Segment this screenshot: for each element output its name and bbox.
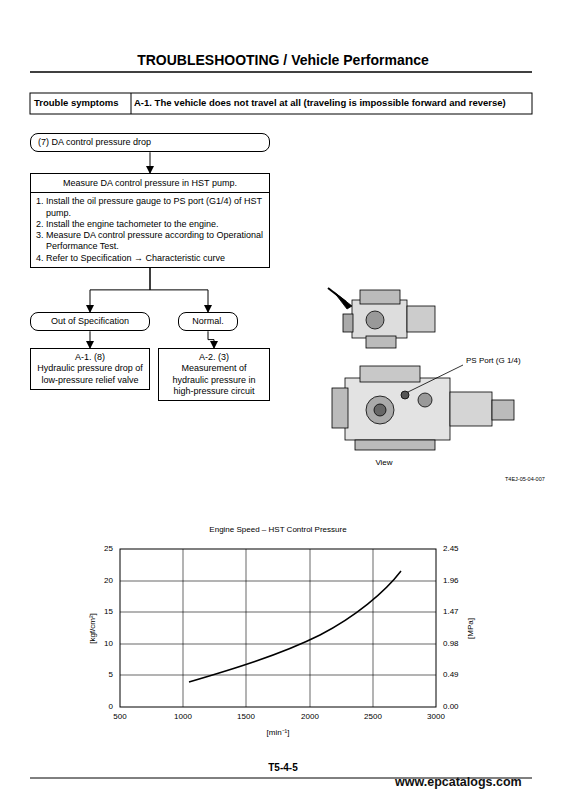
- symptom-table: [30, 93, 532, 114]
- label: A-1. The vehicle does not travel at all …: [134, 97, 506, 108]
- label: [kgf/cm²]: [87, 613, 96, 644]
- label: T5-4-5: [268, 762, 297, 773]
- page-title: TROUBLESHOOTING / Vehicle Performance: [0, 52, 566, 68]
- label: View: [375, 458, 392, 467]
- box-text: 1. Install the oil pressure gauge to PS …: [36, 196, 264, 219]
- terminal-box: (7) DA control pressure drop: [30, 133, 270, 152]
- label: 2000: [301, 712, 319, 721]
- label: www.epcatalogs.com: [395, 775, 522, 789]
- box-text: A-1. (8): [36, 352, 144, 363]
- pump-view: [332, 365, 514, 450]
- label: 3000: [427, 712, 445, 721]
- label: 5: [109, 670, 113, 679]
- label: 0.00: [443, 702, 459, 711]
- label: 10: [104, 639, 113, 648]
- table-divider: [131, 93, 132, 114]
- label: 2500: [364, 712, 382, 721]
- label: 25: [104, 544, 113, 553]
- flow-arrow: [90, 331, 91, 348]
- label: PS Port (G 1/4): [466, 356, 521, 365]
- process-box: A-2. (3)Measurement of hydraulic pressur…: [158, 348, 270, 401]
- process-box: A-1. (8)Hydraulic pressure drop of low-p…: [30, 348, 150, 390]
- box-text: Measurement of hydraulic pressure in hig…: [164, 363, 264, 397]
- box-text: (7) DA control pressure drop: [36, 137, 264, 148]
- terminal-box: Out of Specification: [30, 312, 150, 331]
- label: 20: [104, 576, 113, 585]
- label: 0: [109, 702, 113, 711]
- label: T4EJ-05-04-007: [505, 476, 545, 482]
- label: 1500: [237, 712, 255, 721]
- label: [min⁻¹]: [267, 726, 290, 737]
- label: 0.98: [443, 639, 459, 648]
- box-text: Normal.: [184, 316, 232, 327]
- label: 15: [104, 607, 113, 616]
- flow-arrow: [90, 268, 150, 312]
- label: 0.49: [443, 670, 459, 679]
- chart-grid: [120, 549, 436, 707]
- label: Trouble symptoms: [34, 97, 118, 108]
- label: 500: [113, 712, 126, 721]
- box-text: A-2. (3): [164, 352, 264, 363]
- box-text: 2. Install the engine tachometer to the …: [36, 219, 264, 230]
- header-rule: [30, 71, 532, 73]
- pump-illustration: [328, 288, 435, 348]
- flow-arrow: [208, 331, 214, 348]
- box-text: 4. Refer to Specification → Characterist…: [36, 253, 264, 264]
- terminal-box: Normal.: [178, 312, 238, 331]
- label: 1.47: [443, 607, 459, 616]
- flow-arrow: [150, 152, 151, 173]
- box-text: 3. Measure DA control pressure according…: [36, 230, 264, 253]
- box-text: Hydraulic pressure drop of low-pressure …: [36, 363, 144, 386]
- box-text: Out of Specification: [36, 316, 144, 327]
- box-text: Measure DA control pressure in HST pump.: [31, 177, 269, 193]
- label: [MPa]: [466, 618, 475, 639]
- label: Engine Speed – HST Control Pressure: [209, 525, 346, 534]
- process-box: Measure DA control pressure in HST pump.…: [30, 173, 270, 268]
- label: 1.96: [443, 576, 459, 585]
- label: 2.45: [443, 544, 459, 553]
- label: 1000: [174, 712, 192, 721]
- flow-arrow: [150, 268, 208, 312]
